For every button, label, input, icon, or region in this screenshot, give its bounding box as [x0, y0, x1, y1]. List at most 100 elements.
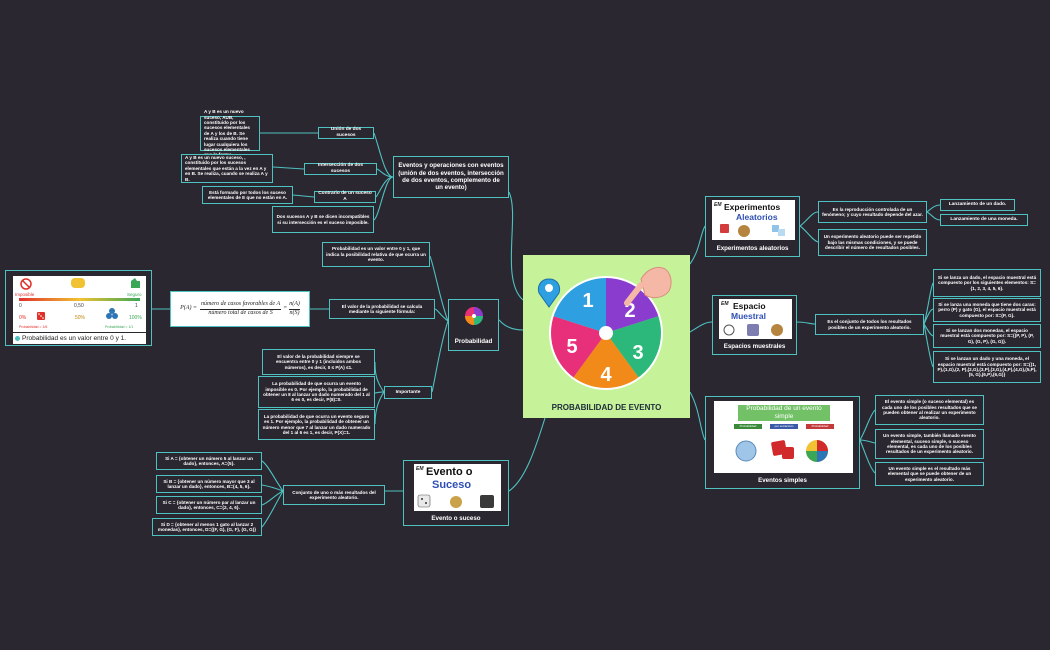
die-icon — [417, 494, 431, 508]
scale-p100: 100% — [129, 315, 142, 321]
wheel-slice-1 — [553, 277, 606, 333]
lottery-icon — [735, 440, 757, 462]
text-importante-1[interactable]: El valor de la probabilidad siempre se e… — [262, 349, 375, 375]
text-espacio-dado-moneda[interactable]: Si se lanzan un dado y una moneda, el es… — [933, 351, 1041, 383]
evento-suceso-title: Evento o suceso — [431, 515, 481, 522]
central-title: PROBABILIDAD DE EVENTO — [551, 403, 662, 412]
coin-icon — [771, 324, 783, 336]
eventos-simples-title: Eventos simples — [758, 477, 807, 484]
scale-seguro: Seguro — [127, 292, 142, 297]
label-interseccion[interactable]: Intersección de dos sucesos — [304, 163, 377, 175]
simples-img-tag2: por extracción — [770, 424, 798, 429]
label-union[interactable]: Unión de dos sucesos — [318, 127, 374, 139]
simples-img-tag1: Probabilidad — [734, 424, 762, 429]
text-conjunto[interactable]: Conjunto de uno o más resultados del exp… — [283, 485, 385, 505]
topic-probabilidad[interactable]: Probabilidad — [448, 299, 499, 351]
central-topic[interactable]: 1 2 3 4 5 PROBABILIDAD DE EVENTO — [523, 255, 690, 418]
evento-img-line2: Suceso — [432, 479, 472, 491]
scale-v0: 0 — [19, 303, 22, 309]
espacios-img-line1: Espacio — [733, 301, 766, 311]
text-experimentos-def2[interactable]: Un experimento aleatorio puede ser repet… — [818, 229, 927, 256]
topic-eventos-operaciones[interactable]: Eventos y operaciones con eventos (unión… — [393, 156, 509, 198]
formula-numerator: número de casos favorables de A — [199, 301, 282, 310]
wheel-number-4: 4 — [600, 364, 612, 386]
text-ejemplo-a[interactable]: Si A = {obtener un número 5 al lanzar un… — [156, 452, 262, 470]
evento-img-line1: Evento o — [426, 466, 473, 478]
label-importante[interactable]: Importante — [384, 386, 432, 399]
espacios-title: Espacios muestrales — [723, 343, 786, 350]
wheel-slice-3 — [606, 316, 662, 378]
label-formula[interactable]: El valor de la probabilidad se calcula m… — [329, 299, 435, 319]
coin-icon — [738, 225, 750, 237]
wheel-slice-2 — [606, 277, 659, 333]
text-importante-3[interactable]: La probabilidad de que ocurra un evento … — [258, 409, 375, 440]
thumbs-up-icon — [131, 278, 140, 288]
text-interseccion[interactable]: A y B es un nuevo suceso, , constituido … — [181, 154, 273, 183]
text-lanzamiento-dado[interactable]: Lanzamiento de un dado. — [940, 199, 1015, 211]
text-espacio-dos-monedas[interactable]: Si se lanzan dos monedas, el espacio mue… — [933, 324, 1041, 348]
formula-rhs-denominator: n(S) — [289, 309, 300, 316]
text-espacio-moneda[interactable]: Si se lanza una moneda que tiene dos car… — [933, 298, 1041, 322]
topic-eventos-simples[interactable]: Probabilidad de un evento simple Probabi… — [705, 396, 860, 489]
experimentos-icons — [720, 224, 785, 237]
probability-scale-card[interactable]: Imposible Seguro 0 0,50 1 0% 50% 100% Pr… — [5, 270, 152, 346]
topic-experimentos[interactable]: EM Experimentos Aleatorios Experimentos … — [705, 196, 800, 257]
scale-caption: Probabilidad es un valor entre 0 y 1. — [22, 335, 127, 342]
formula-denominator: número total de casos de S — [208, 309, 273, 316]
formula-box: P(A) = número de casos favorables de A n… — [170, 291, 310, 327]
label-contrario[interactable]: Contrario de un suceso A — [314, 191, 376, 203]
probability-scale-graphic: Imposible Seguro 0 0,50 1 0% 50% 100% Pr… — [15, 278, 142, 329]
wheel-number-5: 5 — [566, 336, 577, 358]
evento-icons — [417, 494, 494, 508]
clock-icon — [723, 324, 735, 336]
text-ejemplo-d[interactable]: Si D = {obtener al menos 1 gato al lanza… — [152, 518, 262, 536]
text-simples-def1[interactable]: El evento simple (o suceso elemental) es… — [875, 395, 984, 425]
card-icon — [772, 225, 779, 232]
text-definicion-probabilidad[interactable]: Probabilidad es un valor entre 0 y 1, qu… — [322, 242, 430, 267]
probability-wheel-image: 1 2 3 4 5 — [537, 266, 672, 390]
formula-lhs: P(A) = — [180, 305, 197, 312]
simples-icons — [735, 440, 828, 462]
topic-evento-suceso[interactable]: EM Evento o Suceso Evento o suceso — [403, 460, 509, 526]
experimentos-image: EM Experimentos Aleatorios — [712, 200, 795, 240]
wheel-slice-4 — [573, 333, 639, 389]
coins-icon — [71, 278, 85, 288]
text-espacios-def[interactable]: Es el conjunto de todos los resultados p… — [815, 314, 924, 335]
scale-prob-lo: Probabilidad = 1/6 — [19, 325, 47, 329]
text-importante-2[interactable]: La probabilidad de que ocurra un evento … — [258, 376, 375, 408]
text-incompatibles[interactable]: Dos sucesos A y B se dicen incompatibles… — [272, 206, 374, 233]
text-ejemplo-b[interactable]: Si B = {obtener un número mayor que 3 al… — [156, 475, 262, 493]
em-badge: EM — [721, 301, 729, 307]
prohibited-icon — [20, 278, 32, 290]
scale-caption-row: Probabilidad es un valor entre 0 y 1. — [13, 333, 146, 344]
simples-img-tag3: Probabilidad — [806, 424, 834, 429]
text-simples-def3[interactable]: Un evento simple es el resultado más ele… — [875, 462, 984, 486]
text-lanzamiento-moneda[interactable]: Lanzamiento de una moneda. — [940, 214, 1028, 226]
text-ejemplo-c[interactable]: Si C = {obtener un número par al lanzar … — [156, 496, 262, 514]
formula-rhs-numerator: n(A) — [289, 301, 300, 310]
formula-fraction: número de casos favorables de A número t… — [199, 301, 282, 316]
experimentos-title: Experimentos aleatorios — [716, 245, 789, 252]
location-pin-icon — [537, 278, 561, 308]
text-union[interactable]: A y B es un nuevo suceso, AUB, constitui… — [200, 109, 260, 157]
text-simples-def2[interactable]: Un evento simple, también llamado evento… — [875, 429, 984, 459]
experimentos-img-line2: Aleatorios — [736, 212, 778, 222]
probability-scale-image: Imposible Seguro 0 0,50 1 0% 50% 100% Pr… — [13, 276, 146, 332]
text-experimentos-def1[interactable]: Es la reproducción controlada de un fenó… — [818, 201, 927, 223]
topic-espacios[interactable]: EM Espacio Muestral Espacios muestrales — [712, 295, 797, 355]
scale-impossible: Imposible — [15, 292, 35, 297]
mini-wheel-icon — [465, 307, 483, 325]
die-icon — [720, 224, 729, 233]
scale-prob-hi: Probabilidad = 1/1 — [105, 325, 133, 329]
wheel-number-3: 3 — [632, 342, 643, 364]
espacios-icons — [723, 324, 783, 336]
text-espacio-dado[interactable]: Si se lanza un dado, el espacio muestral… — [933, 269, 1041, 297]
scale-p0: 0% — [19, 315, 27, 321]
scale-v1: 1 — [135, 303, 138, 309]
em-badge: EM — [714, 202, 722, 208]
box-icon — [480, 495, 494, 508]
eventos-simples-image: Probabilidad de un evento simple Probabi… — [714, 401, 853, 473]
text-contrario[interactable]: Está formado por todos los suceso elemen… — [202, 186, 293, 204]
dice-icon — [747, 324, 759, 336]
